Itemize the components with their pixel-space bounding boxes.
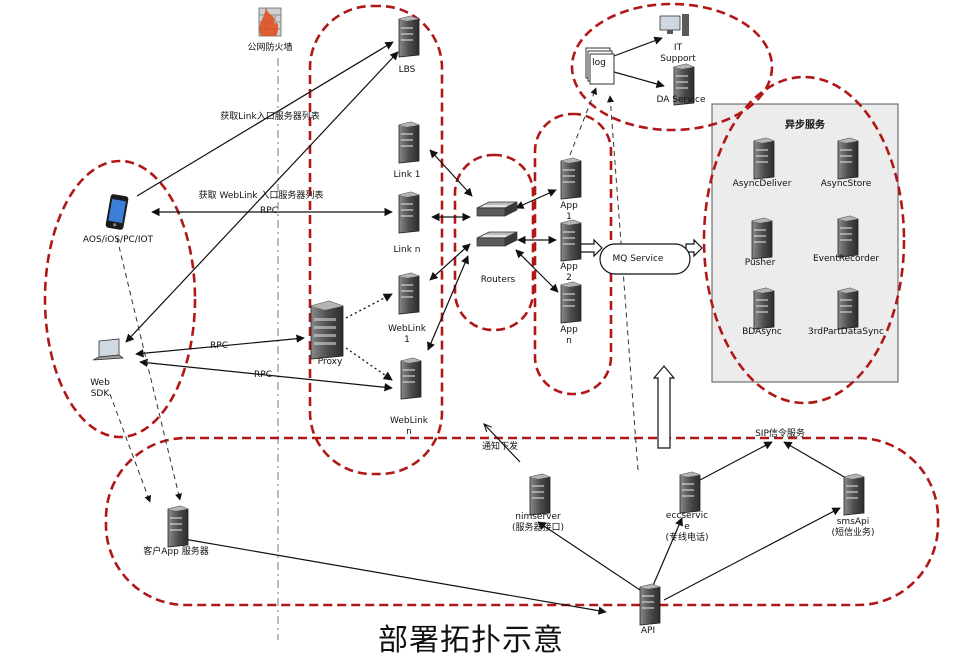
rpc-label-1: RPC (260, 206, 278, 216)
edge-rpc-websdk-weblinkn (139, 358, 393, 392)
edge-link1-routers (429, 149, 473, 197)
smartphone-icon (105, 194, 129, 230)
api-label: API (640, 626, 656, 636)
edge-backend-log (606, 95, 639, 471)
weblinkn-server-icon (400, 357, 422, 400)
edge-api-eccservice (651, 517, 683, 589)
edge-rpc-websdk-proxy (135, 334, 305, 358)
customer-app-label: 客户App 服务器 (143, 547, 209, 557)
edge-sms-sip (783, 441, 847, 479)
customer-app-server-icon (167, 505, 189, 548)
rpc-label-3: RPC (254, 370, 272, 380)
edge-notify (484, 424, 521, 463)
sip-label: SIP信令服务 (755, 429, 805, 439)
edge-proxy-weblinkn (345, 347, 393, 381)
async-panel-title: 异步服务 (785, 120, 825, 131)
lbs-label: LBS (398, 65, 416, 75)
edge-mobile-customer (116, 237, 182, 501)
async-services-panel (711, 103, 899, 383)
log-document-icon (585, 47, 615, 85)
notify-label: 通知下发 (481, 442, 518, 452)
edge-routers-appn (515, 249, 559, 293)
app-zone (533, 112, 613, 396)
rpc-label-2: RPC (210, 341, 228, 351)
pusher-label: Pusher (744, 258, 776, 268)
linkn-label: Link n (393, 245, 421, 255)
monitor-zone (570, 2, 774, 132)
bdasync-server-icon (753, 287, 775, 330)
mq-service-node (599, 243, 691, 275)
lbs-server-icon (398, 15, 420, 58)
eccservice-server-icon (679, 471, 701, 514)
edge-websdk-customer (109, 393, 152, 503)
asyncstore-label: AsyncStore (820, 179, 872, 189)
app1-server-icon (560, 157, 582, 200)
app2-server-icon (560, 219, 582, 262)
api-server-icon (639, 583, 661, 626)
eventrecorder-server-icon (837, 215, 859, 258)
mq-service-label: MQ Service (612, 254, 664, 264)
edge-websdk-lbs (125, 51, 399, 343)
computer-icon (659, 14, 689, 36)
appn-server-icon (560, 281, 582, 324)
asyncdeliver-label: AsyncDeliver (732, 179, 792, 189)
da-service-label: DA Service (656, 95, 706, 105)
router-icon-1 (476, 201, 518, 217)
edge-ecc-sip (699, 441, 773, 481)
asyncdeliver-server-icon (753, 137, 775, 180)
access-zone (308, 4, 444, 476)
edge-weblinkn-routers (427, 255, 469, 351)
firewall-label: 公网防火墙 (247, 43, 293, 53)
edge-app-mq (579, 238, 603, 258)
asyncstore-server-icon (837, 137, 859, 180)
nimserver-label: nimserver(服务器接口) (511, 512, 565, 533)
edge-routers-app1 (515, 189, 557, 209)
async-zone (702, 75, 906, 405)
linkn-server-icon (398, 191, 420, 234)
routers-zone (453, 153, 535, 332)
page-title: 部署拓扑示意 (378, 623, 564, 658)
3rdpartdatasync-label: 3rdPartDataSync (808, 327, 884, 337)
edge-proxy-weblink1 (345, 293, 393, 319)
edge-log-da (613, 71, 665, 89)
proxy-label: Proxy (317, 357, 343, 367)
router-icon-2 (476, 231, 518, 247)
firewall-icon (258, 7, 282, 37)
edge-api-nimserver (537, 521, 641, 591)
eventrecorder-label: EventRecorder (812, 254, 880, 264)
edge-customer-api (177, 537, 607, 615)
routers-label: Routers (480, 275, 516, 285)
nimserver-server-icon (529, 473, 551, 516)
edge-log-it (613, 36, 663, 57)
link1-server-icon (398, 121, 420, 164)
get-link-label: 获取Link入口服务器列表 (220, 112, 320, 122)
backend-zone (104, 436, 940, 607)
smsapi-server-icon (843, 473, 865, 516)
edge-backend-up (652, 365, 676, 449)
bdasync-label: BDAsync (742, 327, 782, 337)
proxy-server-icon (310, 300, 344, 360)
weblink1-server-icon (398, 272, 420, 315)
edge-app-log (569, 87, 597, 156)
3rdpartdatasync-server-icon (837, 287, 859, 330)
smsapi-label: smsApi(短信业务) (831, 517, 875, 538)
edge-weblink1-routers (429, 243, 471, 281)
link1-label: Link 1 (393, 170, 421, 180)
edge-api-smsapi (663, 507, 841, 601)
get-weblink-label: 获取 WebLink 入口服务器列表 (198, 191, 324, 201)
pusher-server-icon (751, 217, 773, 260)
laptop-icon (92, 338, 125, 361)
log-label: log (592, 58, 606, 68)
mobile-client-label: AOS/iOS/PC/IOT (82, 235, 154, 245)
